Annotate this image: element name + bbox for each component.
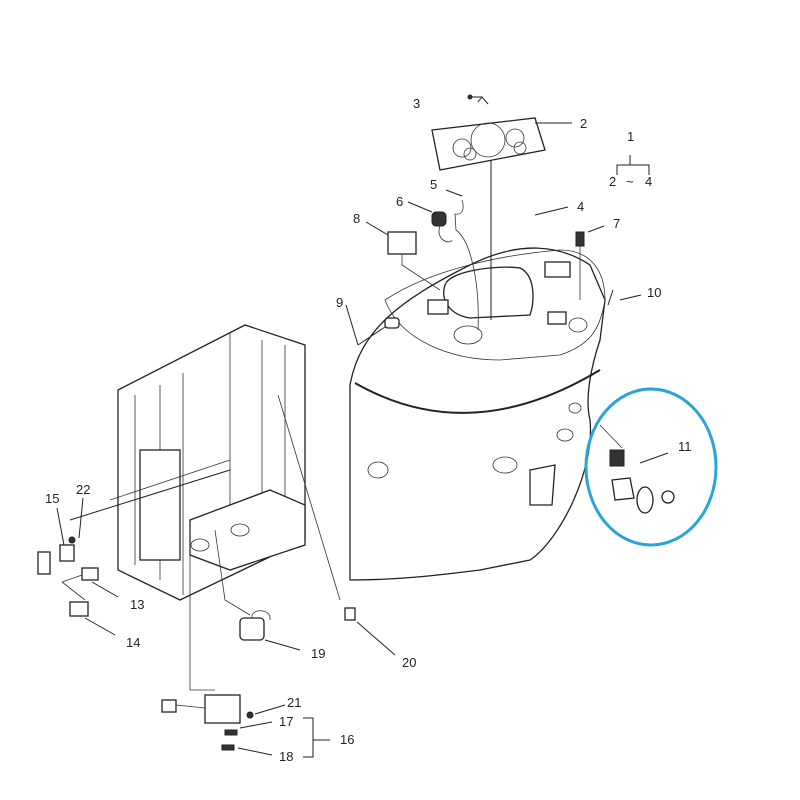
callout-14: 14 [126, 635, 140, 650]
callout-range-sep: ~ [626, 174, 634, 189]
dashboard-cover [349, 247, 606, 581]
callout-4: 4 [577, 199, 584, 214]
frame [69, 324, 341, 691]
callout-8: 8 [353, 211, 360, 226]
callout-20: 20 [402, 655, 416, 670]
callout-21: 21 [287, 695, 301, 710]
callout-22: 22 [76, 482, 90, 497]
callout-18: 18 [279, 749, 293, 764]
callout-9: 9 [336, 295, 343, 310]
callout-17: 17 [279, 714, 293, 729]
leader-lines [56, 96, 669, 758]
callout-1: 1 [627, 129, 634, 144]
callout-13: 13 [130, 597, 144, 612]
callout-range-end: 4 [645, 174, 652, 189]
meter-cluster [431, 117, 546, 320]
relays [37, 536, 356, 751]
callout-6: 6 [396, 194, 403, 209]
callout-10: 10 [647, 285, 661, 300]
callout-11: 11 [678, 439, 692, 454]
callout-3: 3 [413, 96, 420, 111]
callout-2: 2 [580, 116, 587, 131]
callout-7: 7 [613, 216, 620, 231]
key-switch-part-11 [599, 424, 675, 514]
callouts: 1 2 2 ~ 4 3 4 5 6 7 8 9 10 11 13 14 15 1… [45, 96, 692, 764]
callout-range-start: 2 [609, 174, 616, 189]
callout-5: 5 [430, 177, 437, 192]
highlight-circle [584, 387, 718, 547]
callout-15: 15 [45, 491, 59, 506]
callout-19: 19 [311, 646, 325, 661]
callout-16: 16 [340, 732, 354, 747]
small-parts [357, 94, 614, 346]
